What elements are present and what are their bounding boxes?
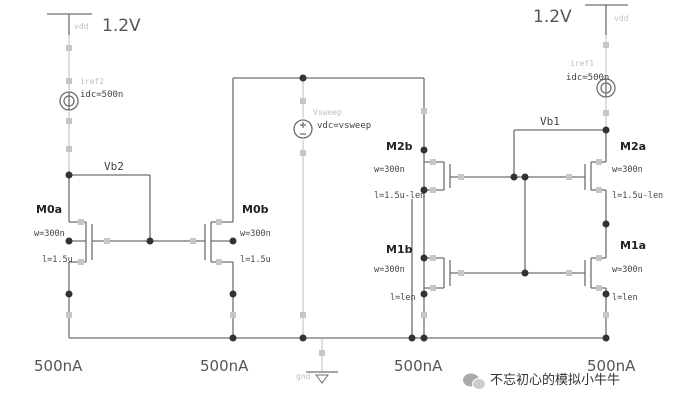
- vdd-label-right: vdd: [614, 14, 629, 23]
- current-label-3: 500nA: [394, 357, 443, 375]
- m2b-length: l=1.5u-len: [374, 191, 425, 201]
- m1a-name: M1a: [620, 239, 646, 252]
- m1a-length: l=len: [612, 293, 638, 303]
- m1a-transistor: [584, 257, 607, 338]
- m1b-length: l=len: [390, 293, 416, 303]
- junction-dots: [65, 74, 610, 342]
- m0a-width: w=300n: [34, 229, 65, 239]
- pin-markers: [66, 42, 609, 356]
- vdd-symbol-left: [47, 13, 92, 35]
- vsweep-name: Vsweep: [313, 108, 342, 117]
- vdd-voltage-right: 1.2V: [533, 7, 572, 27]
- vsweep-voltage-source: [293, 119, 313, 139]
- current-label-1: 500nA: [34, 357, 83, 375]
- m2a-length: l=1.5u-len: [612, 191, 663, 201]
- m0b-name: M0b: [242, 203, 269, 216]
- vb2-net-label: Vb2: [104, 160, 124, 173]
- gate-bus-wires: [513, 129, 606, 274]
- iref2-current-source: [59, 91, 79, 111]
- gnd-label: gnd: [296, 372, 311, 381]
- iref1-param: idc=500n: [566, 73, 609, 83]
- iref1-name: iref1: [570, 59, 594, 68]
- vdd-label-left: vdd: [74, 22, 89, 31]
- m1a-width: w=300n: [612, 265, 643, 275]
- vsweep-param: vdc=vsweep: [317, 121, 371, 131]
- m0a-length: l=1.5u: [42, 255, 73, 265]
- m2b-width: w=300n: [374, 165, 405, 175]
- m0b-transistor: [150, 78, 234, 338]
- m0a-transistor: [69, 221, 150, 263]
- m2a-width: w=300n: [612, 165, 643, 175]
- current-label-2: 500nA: [200, 357, 249, 375]
- iref2-param: idc=500n: [80, 90, 123, 100]
- m1b-name: M1b: [386, 243, 413, 256]
- m1b-width: w=300n: [374, 265, 405, 275]
- m0a-name: M0a: [36, 203, 62, 216]
- current-label-4: 500nA: [587, 357, 636, 375]
- m0b-length: l=1.5u: [240, 255, 271, 265]
- gnd-symbol: [306, 338, 338, 384]
- watermark-text: 不忘初心的模拟小牛牛: [490, 372, 620, 388]
- vdd-voltage-left: 1.2V: [102, 16, 141, 36]
- m2b-name: M2b: [386, 140, 413, 153]
- m2a-name: M2a: [620, 140, 646, 153]
- m1b-transistor: [411, 199, 525, 338]
- wechat-icon: [463, 373, 486, 390]
- m2a-transistor: [584, 130, 607, 258]
- m2b-transistor: [423, 150, 525, 338]
- iref2-name: iref2: [80, 77, 104, 86]
- vdd-symbol-right: [585, 4, 628, 35]
- vb1-net-label: Vb1: [540, 115, 560, 128]
- m0b-width: w=300n: [240, 229, 271, 239]
